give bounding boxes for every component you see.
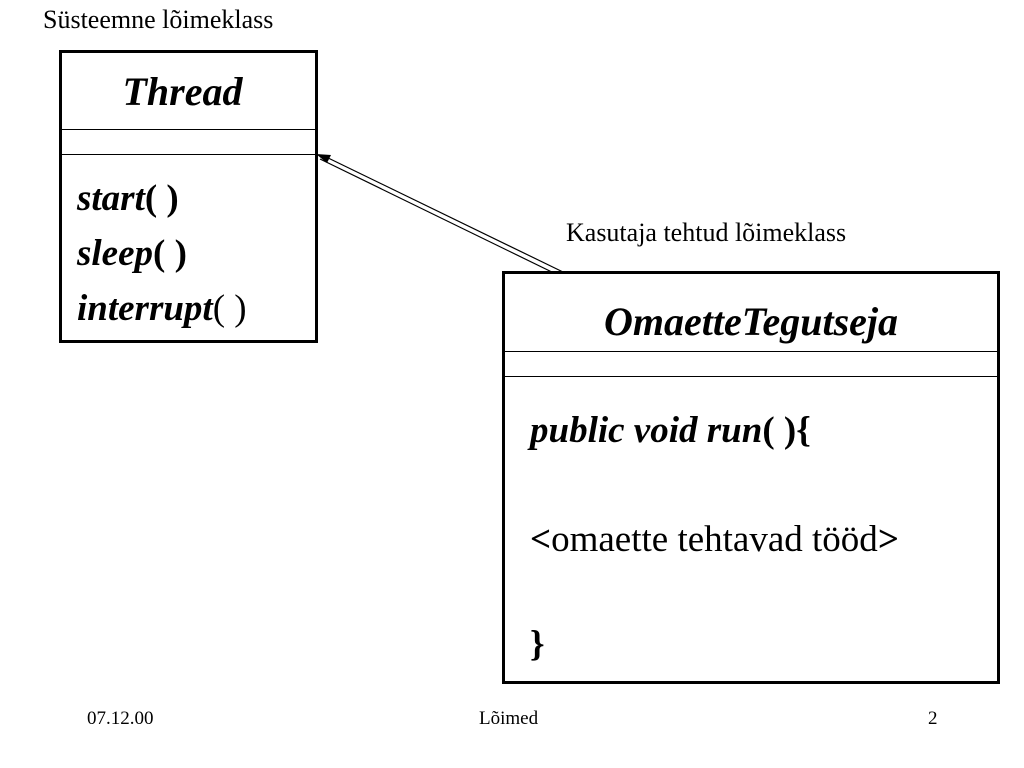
user-class-divider-bottom [505,376,997,377]
thread-class-name: Thread [122,69,243,114]
thread-class-divider-bottom [62,154,315,155]
body-text: omaette tehtavad tööd [551,519,878,560]
method-parens: ( ) [153,233,187,274]
method-parens: ( ) [144,178,179,219]
method-name: start [77,178,145,219]
run-open-brace: ( ){ [762,410,811,451]
run-close-brace: } [530,624,545,665]
footer-page-number: 2 [928,708,938,729]
method-name: interrupt [77,288,213,329]
thread-class-divider-top [62,129,315,130]
body-gt: > [877,519,899,560]
run-method-body: <omaette tehtavad tööd> [530,521,899,558]
run-signature-text: public void run [530,410,763,451]
run-method-signature: public void run( ){ [530,412,811,449]
footer-date: 07.12.00 [87,708,154,729]
footer-title: Lõimed [479,708,539,729]
thread-method-list: start( ) sleep( ) interrupt( ) [77,171,247,336]
user-class-caption: Kasutaja tehtud lõimeklass [566,218,847,247]
arrow-head [316,154,331,163]
arrow-line-a [321,154,564,273]
method-name: sleep [77,233,154,274]
user-class-divider-top [505,351,997,352]
method-interrupt: interrupt( ) [77,281,247,336]
method-start: start( ) [77,171,247,226]
thread-class-box: Thread start( ) sleep( ) interrupt( ) [59,50,318,343]
method-sleep: sleep( ) [77,226,247,281]
body-lt: < [530,519,552,560]
user-class-box: OmaetteTegutseja public void run( ){ <om… [502,271,1000,684]
system-class-caption: Süsteemne lõimeklass [43,5,274,34]
user-class-name: OmaetteTegutseja [603,299,899,344]
arrow-line-b [319,158,559,276]
method-parens: ( ) [212,288,247,329]
